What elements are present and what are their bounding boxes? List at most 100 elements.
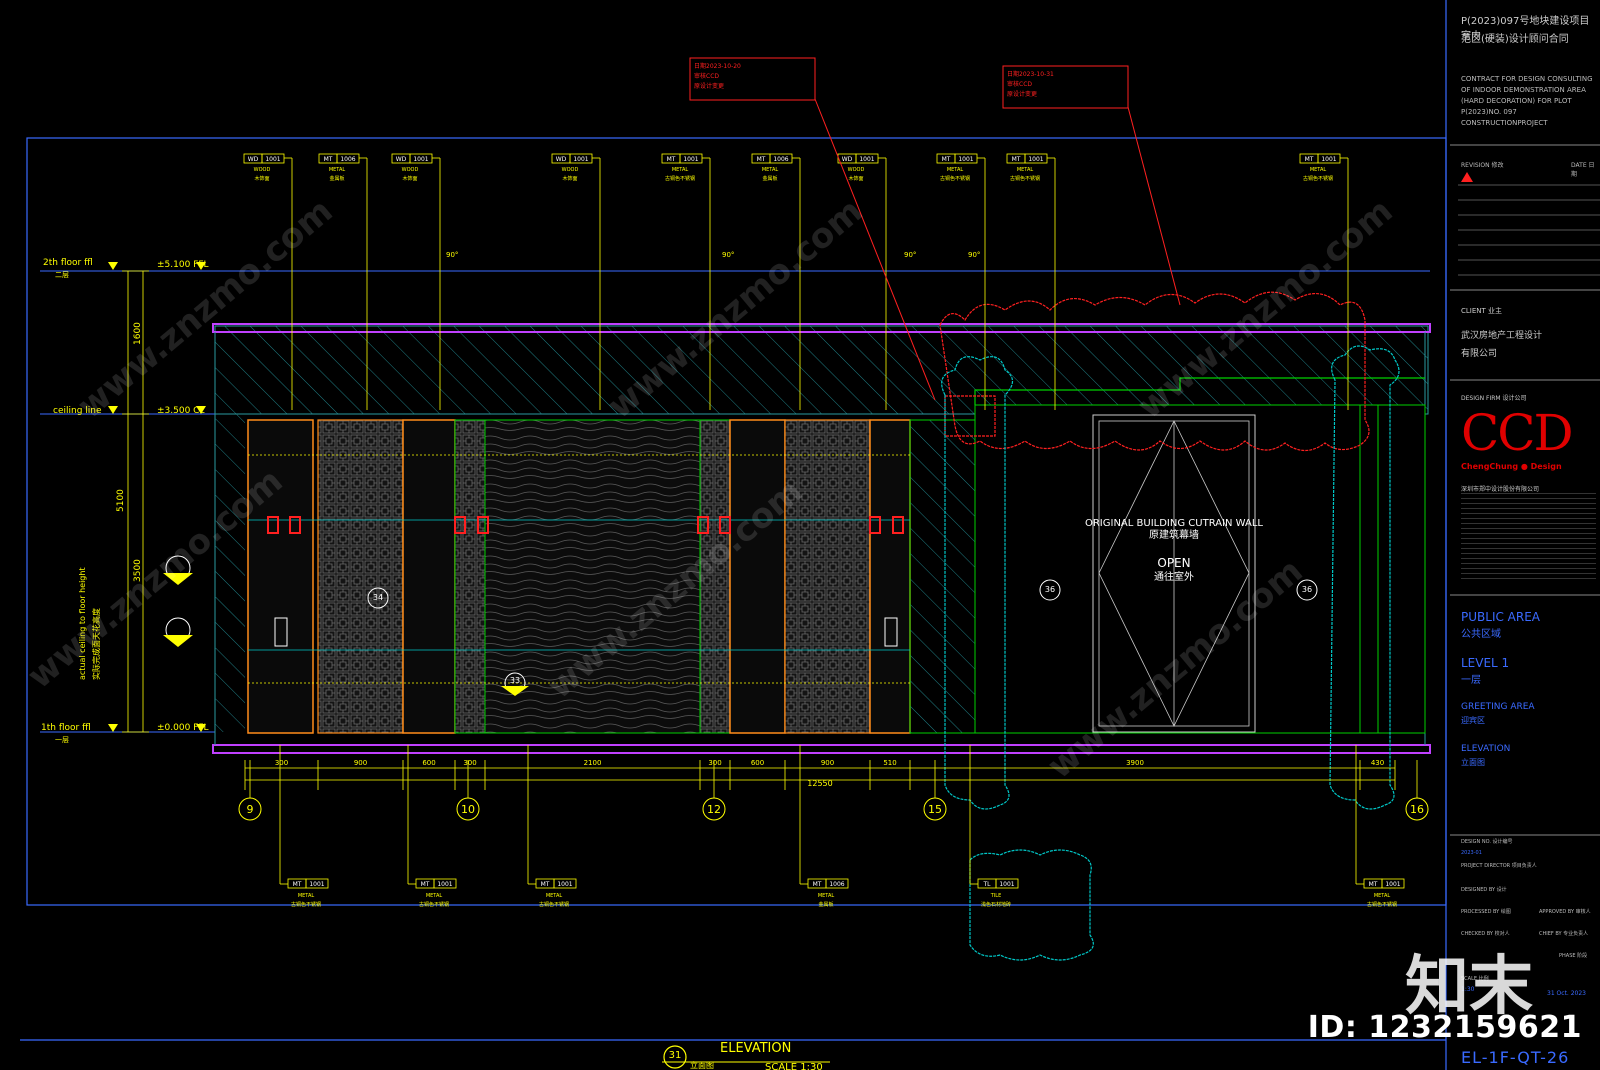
tag-code: MT <box>324 156 333 163</box>
zone-en: GREETING AREA <box>1461 702 1535 712</box>
date-value: 31 Oct. 2023 <box>1547 990 1586 997</box>
left-column <box>215 414 245 732</box>
tag-cn: 木饰面 <box>562 175 577 182</box>
section-marker-31: 31 <box>163 555 193 585</box>
angle-mark-4: 90° <box>968 251 980 259</box>
tag-cn: 木饰面 <box>402 175 417 182</box>
tag-mat: WOOD <box>402 167 419 173</box>
tag-code: MT <box>541 881 550 888</box>
type-cn: 立面图 <box>1461 758 1485 767</box>
svg-text:9: 9 <box>247 803 254 816</box>
revision-triangle-icon <box>1461 172 1473 182</box>
ceiling-line-value: ±3.500 CL <box>157 406 204 416</box>
dim-segment: 900 <box>821 759 834 767</box>
tag-cn: 木饰面 <box>254 175 269 182</box>
section-markers: 31 32 34 33 36 36 <box>163 555 1318 696</box>
tag-code: MT <box>293 881 302 888</box>
level-2f-en: 2th floor ffl <box>43 258 93 268</box>
project-en: CONTRACT FOR DESIGN CONSULTING OF INDOOR… <box>1461 75 1593 127</box>
design-firm-label: DESIGN FIRM 设计公司 <box>1461 395 1527 402</box>
tag-mat: METAL <box>546 893 563 899</box>
tag-num: 1006 <box>340 156 355 163</box>
legal-text-block <box>1461 493 1596 583</box>
panel-grid-lines <box>248 454 910 684</box>
grid-axis-15: 15 <box>923 760 947 821</box>
svg-text:审核CCD: 审核CCD <box>694 72 719 80</box>
revision-label: REVISION 修改 <box>1461 162 1504 169</box>
title-block-frame <box>1450 144 1600 836</box>
level-label-1f: 1th floor ffl 一层 ±0.000 FFL <box>41 723 209 744</box>
dim-segment: 300 <box>708 759 721 767</box>
section-marker-32: 32 <box>163 617 193 647</box>
open-en: OPEN <box>1157 556 1190 570</box>
angle-mark-1: 90° <box>446 251 458 259</box>
overall-dim: 12550 <box>807 779 832 788</box>
svg-text:审核CCD: 审核CCD <box>1007 80 1032 88</box>
dim-segment: 600 <box>422 759 435 767</box>
tag-mat: WOOD <box>848 167 865 173</box>
approved-label: APPROVED BY 审核人 <box>1539 909 1591 915</box>
tag-mat: METAL <box>762 167 779 173</box>
tag-code: MT <box>667 156 676 163</box>
tag-mat: WOOD <box>562 167 579 173</box>
grid-axis-9: 9 <box>238 760 262 821</box>
tag-code: WD <box>842 156 853 163</box>
tag-num: 1001 <box>413 156 428 163</box>
tag-num: 1001 <box>573 156 588 163</box>
ceiling-slab <box>212 323 1431 754</box>
firm-cn: 深圳市郑中设计股份有限公司 <box>1461 486 1540 493</box>
tag-cn: 古铜色不锈钢 <box>1367 901 1397 908</box>
tag-mat: METAL <box>818 893 835 899</box>
client-name-1: 武汉房地产工程设计 <box>1461 331 1543 341</box>
tag-cn: 浅色石材地砖 <box>981 901 1011 908</box>
dim-segment: 2100 <box>584 759 602 767</box>
level-1f-en: 1th floor ffl <box>41 723 91 733</box>
curtain-wall: ORIGINAL BUILDING CUTRAIN WALL 原建筑幕墙 OPE… <box>974 377 1426 734</box>
svg-text:36: 36 <box>1045 585 1055 594</box>
svg-text:36: 36 <box>1302 585 1312 594</box>
grid-axis-10: 10 <box>456 760 480 821</box>
scale-text: SCALE 1:30 <box>765 1062 823 1070</box>
level-2f-cn: 二层 <box>55 271 69 279</box>
sheet-frame <box>20 0 1447 1070</box>
tag-num: 1001 <box>557 881 572 888</box>
watermark-logo: 知末 <box>1405 950 1533 1024</box>
drawing-number: EL-1F-QT-26 <box>1461 1048 1570 1067</box>
tag-num: 1001 <box>437 881 452 888</box>
grid-axis-12: 12 <box>702 760 726 821</box>
designed-label: DESIGNED BY 设计 <box>1461 887 1507 893</box>
dim-1600: 1600 <box>133 322 143 345</box>
svg-text:15: 15 <box>928 803 942 816</box>
tag-mat: METAL <box>426 893 443 899</box>
tag-cn: 金属板 <box>762 175 777 182</box>
zone-cn: 迎宾区 <box>1461 716 1485 725</box>
switch-plate-left <box>274 617 288 647</box>
tag-num: 1006 <box>773 156 788 163</box>
tag-mat: METAL <box>1310 167 1327 173</box>
area-en: PUBLIC AREA <box>1461 610 1541 624</box>
title-block: P(2023)097号地块建设项目室内 范区(硬装)设计顾问合同 CONTRAC… <box>1447 0 1600 1070</box>
svg-text:34: 34 <box>373 593 383 602</box>
tag-cn: 古铜色不锈钢 <box>1010 175 1040 182</box>
tag-code: WD <box>396 156 407 163</box>
tag-num: 1001 <box>683 156 698 163</box>
grid-axis-16: 16 <box>1405 760 1429 821</box>
tag-mat: METAL <box>1374 893 1391 899</box>
watermark-id: ID: 1232159621 <box>1307 1010 1582 1045</box>
section-marker-33: 33 <box>501 672 529 696</box>
tag-mat: METAL <box>298 893 315 899</box>
